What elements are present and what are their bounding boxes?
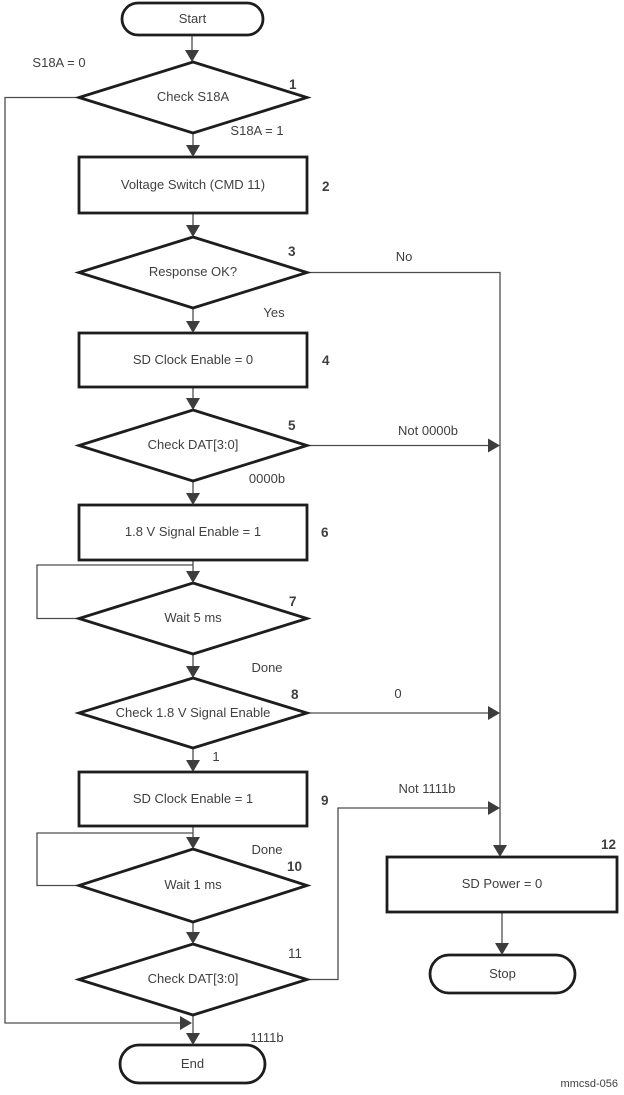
edge-not-1111b-merge — [307, 807, 489, 981]
step-number-2: 2 — [322, 179, 330, 194]
signal-enable-box — [77, 503, 309, 562]
check-signal-enable-diamond — [74, 676, 312, 750]
step-number-12: 12 — [601, 837, 617, 852]
edge-label-done-wait1: Done — [251, 842, 283, 857]
node-label-check-s18a: Check S18A — [156, 89, 230, 105]
edge-label-not-0000b: Not 0000b — [398, 423, 458, 438]
arrow-into-sd-clock-disable — [186, 321, 200, 333]
step-number-10: 10 — [287, 859, 303, 874]
node-label-stop: Stop — [489, 965, 516, 981]
edge-label-s18a-0: S18A = 0 — [32, 55, 86, 70]
arrow-into-signal-enable — [186, 493, 200, 505]
node-label-sd-power-off: SD Power = 0 — [461, 876, 543, 892]
step-number-3: 3 — [288, 244, 296, 259]
node-label-sd-clock-enable: SD Clock Enable = 1 — [132, 790, 254, 806]
node-label-wait-5ms: Wait 5 ms — [164, 610, 222, 626]
edge-label-one: 1 — [212, 749, 220, 764]
edge-label-done-wait5: Done — [251, 660, 283, 675]
start-terminal-shape — [120, 1, 265, 37]
node-label-check-dat-high: Check DAT[3:0] — [147, 971, 239, 987]
node-label-check-dat-low: Check DAT[3:0] — [147, 437, 239, 453]
node-label-sd-clock-disable: SD Clock Enable = 0 — [132, 351, 254, 367]
edge-wait1-loop — [36, 832, 193, 887]
arrow-into-check-dat-low — [186, 398, 200, 410]
wait-5ms-diamond — [74, 581, 312, 656]
edge-label-0000b: 0000b — [248, 471, 286, 486]
end-terminal-shape — [118, 1043, 267, 1085]
edge-label-s18a-1: S18A = 1 — [230, 123, 284, 138]
arrow-into-stop — [495, 943, 509, 955]
arrow-into-check-s18a — [185, 50, 199, 62]
arrow-into-wait-1ms — [186, 837, 200, 849]
sd-clock-enable-box — [77, 770, 309, 828]
arrow-into-sd-power-off — [493, 845, 507, 857]
step-number-11: 11 — [288, 946, 303, 961]
arrow-into-end — [186, 1033, 200, 1045]
arrow-merge-zero — [488, 706, 500, 720]
arrow-into-response-ok — [186, 225, 200, 237]
edge-label-no: No — [395, 249, 413, 264]
check-dat-low-diamond — [74, 408, 312, 483]
step-number-9: 9 — [321, 793, 329, 808]
node-label-start: Start — [178, 10, 207, 26]
node-label-signal-enable: 1.8 V Signal Enable = 1 — [124, 524, 262, 540]
step-number-8: 8 — [291, 687, 299, 702]
edge-no-to-sd-power — [307, 271, 501, 846]
edge-wait5-loop — [36, 564, 193, 620]
check-dat-high-diamond — [74, 942, 312, 1017]
arrow-into-wait-5ms — [186, 571, 200, 583]
node-shapes — [74, 1, 619, 1085]
step-number-5: 5 — [288, 418, 296, 433]
connector-lines — [4, 35, 503, 1036]
sd-power-off-box — [385, 855, 619, 914]
arrow-into-check-dat-high — [186, 932, 200, 944]
step-number-1: 1 — [289, 77, 297, 92]
check-s18a-diamond — [74, 60, 312, 135]
arrow-into-voltage-switch — [186, 145, 200, 157]
arrow-merge-not-1111b — [488, 801, 500, 815]
edge-label-zero: 0 — [394, 686, 402, 701]
response-ok-diamond — [74, 235, 312, 310]
edge-s18a0-return — [4, 96, 181, 1024]
step-number-6: 6 — [321, 525, 329, 540]
arrowheads — [180, 50, 509, 1045]
node-label-wait-1ms: Wait 1 ms — [164, 877, 222, 893]
node-label-voltage-switch: Voltage Switch (CMD 11) — [120, 176, 266, 192]
arrow-into-check-signal-enable — [186, 666, 200, 678]
figure-code: mmcsd-056 — [560, 1078, 618, 1090]
step-number-4: 4 — [322, 353, 330, 368]
stop-terminal-shape — [428, 953, 577, 995]
step-number-7: 7 — [289, 594, 297, 609]
node-label-check-signal-enable: Check 1.8 V Signal Enable — [115, 704, 271, 720]
edge-label-yes: Yes — [263, 305, 285, 320]
node-label-end: End — [180, 1055, 205, 1071]
arrow-merge-s18a0-return — [180, 1016, 192, 1030]
node-label-response-ok: Response OK? — [148, 264, 238, 280]
arrow-merge-not-0000b — [488, 438, 500, 453]
edge-label-not-1111b: Not 1111b — [398, 781, 456, 796]
wait-1ms-diamond — [74, 847, 312, 924]
edge-label-1111b: 1111b — [250, 1030, 284, 1045]
arrow-into-sd-clock-enable — [186, 760, 200, 772]
